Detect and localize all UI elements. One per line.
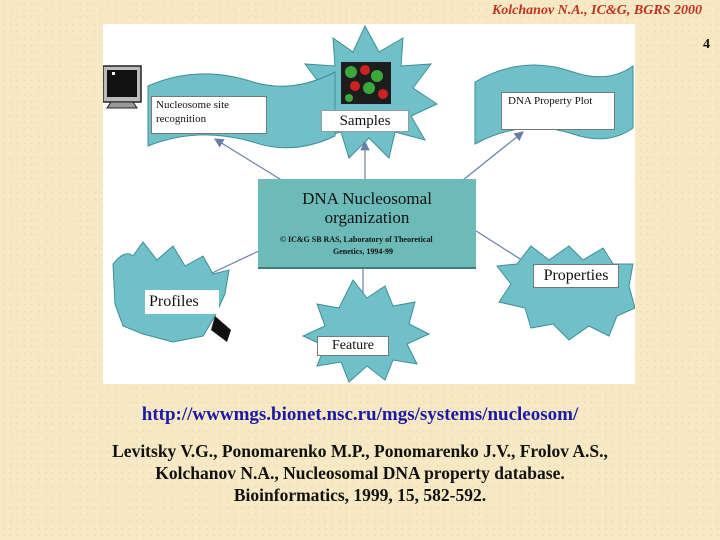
diagram-panel: DNA Nucleosomal organization © IC&G SB R…	[103, 24, 635, 384]
nucleosome-site-label: Nucleosome site recognition	[151, 96, 267, 134]
slide-number: 4	[703, 37, 710, 52]
feature-burst	[301, 279, 431, 383]
molecule-icon	[341, 62, 391, 104]
center-credit-line2: Genetics, 1994-99	[333, 247, 393, 256]
profiles-flag-tail	[211, 316, 231, 342]
properties-label: Properties	[533, 264, 619, 288]
database-url-link[interactable]: http://wwwmgs.bionet.nsc.ru/mgs/systems/…	[141, 404, 579, 425]
properties-burst	[496, 245, 635, 341]
feature-label: Feature	[317, 336, 389, 356]
arrow-to-dna-property-plot	[457, 131, 524, 185]
computer-icon	[103, 65, 142, 109]
author-header: Kolchanov N.A., IC&G, BGRS 2000	[491, 3, 702, 18]
arrow-to-nucleosome-site	[213, 138, 289, 185]
citation-line3: Bioinformatics, 1999, 15, 582-592.	[233, 485, 487, 505]
center-title-line2: organization	[324, 208, 410, 227]
citation: Levitsky V.G., Ponomarenko M.P., Ponomar…	[0, 440, 720, 506]
dna-property-plot-label: DNA Property Plot	[501, 92, 615, 130]
citation-line2: Kolchanov N.A., Nucleosomal DNA property…	[155, 463, 565, 483]
center-topic-box: DNA Nucleosomal organization © IC&G SB R…	[258, 179, 476, 269]
profiles-label: Profiles	[145, 290, 219, 314]
citation-line1: Levitsky V.G., Ponomarenko M.P., Ponomar…	[112, 441, 608, 461]
arrow-to-properties	[472, 228, 530, 265]
samples-label: Samples	[321, 110, 409, 132]
center-title-line1: DNA Nucleosomal	[302, 189, 432, 208]
center-credit-line1: © IC&G SB RAS, Laboratory of Theoretical	[280, 235, 433, 244]
